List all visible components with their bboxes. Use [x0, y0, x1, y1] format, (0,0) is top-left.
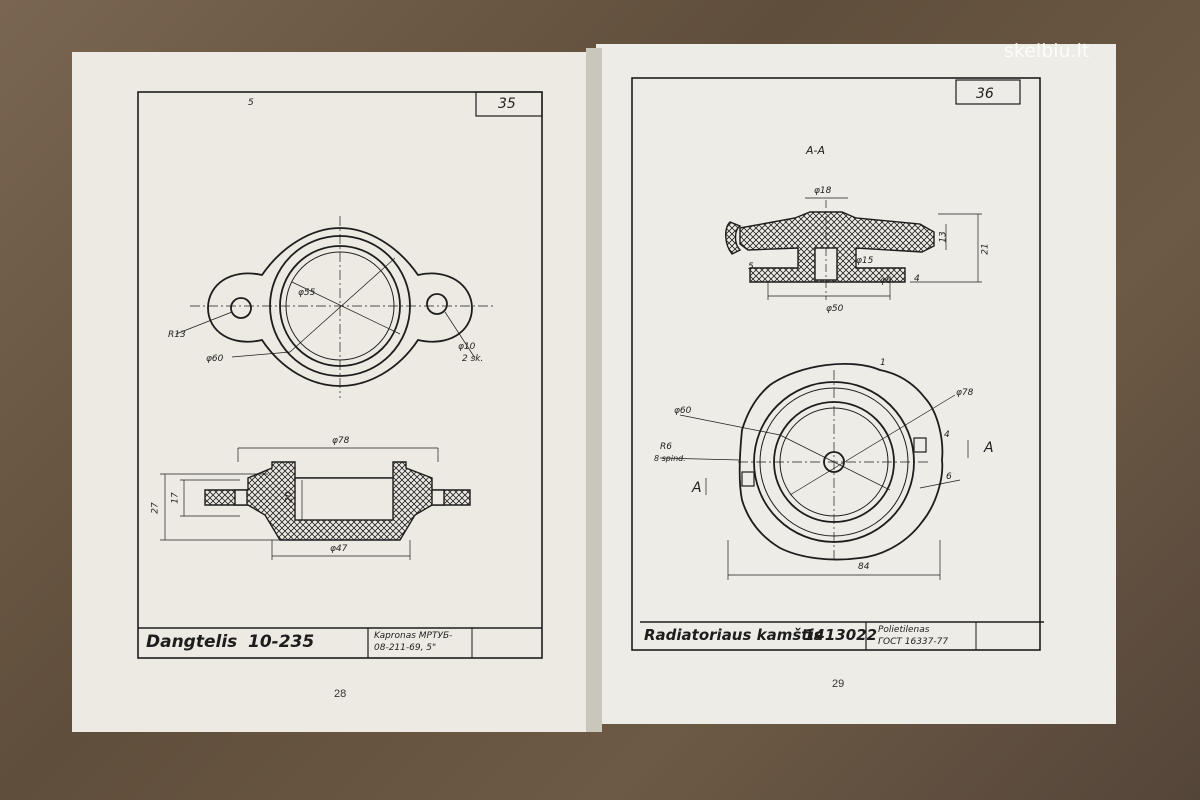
- dim-5-section: 5: [748, 262, 754, 272]
- dim-84: 84: [858, 562, 870, 572]
- right-section-view: [725, 197, 982, 300]
- dim-20: 20: [284, 491, 295, 503]
- skelbiu-watermark: skelbiu.lt: [1004, 40, 1090, 62]
- dim-phi78-right: φ78: [956, 388, 974, 398]
- left-section-view: [160, 447, 471, 560]
- dim-phi60: φ60: [206, 354, 224, 364]
- dim-4-plan: 4: [944, 430, 950, 440]
- dim-phi10: φ10: [458, 342, 476, 352]
- dim-17: 17: [170, 492, 181, 504]
- left-corner-mark: 5: [248, 98, 254, 108]
- dim-phi50: φ50: [826, 304, 844, 314]
- left-title: Dangtelis: [146, 632, 238, 652]
- left-page: [72, 52, 600, 732]
- dim-r13: R13: [168, 330, 186, 340]
- dim-phi47: φ47: [330, 544, 348, 554]
- left-plan-view: [175, 216, 495, 398]
- right-title: Radiatoriaus kamštis: [644, 626, 823, 644]
- right-material-line2: ГОСТ 16337-77: [878, 637, 949, 647]
- dim-2sk: 2 sk.: [462, 354, 484, 364]
- section-label-aa: A-A: [806, 144, 826, 157]
- left-material-line2: 08-211-69, 5": [374, 643, 437, 653]
- left-part-code: 10-235: [248, 632, 315, 652]
- dim-8-spind: 8 spind.: [654, 454, 686, 463]
- left-drawing-frame: [137, 91, 543, 659]
- dim-27: 27: [150, 502, 161, 514]
- dim-phi18: φ18: [814, 186, 832, 196]
- dim-phi55: φ55: [298, 288, 316, 298]
- dim-13: 13: [938, 231, 949, 243]
- dim-21: 21: [980, 243, 991, 255]
- dim-r6: R6: [660, 442, 672, 452]
- dim-phi6: φ6: [880, 276, 892, 286]
- section-mark-a-right: A: [984, 440, 994, 456]
- dim-6-plan: 6: [946, 472, 952, 482]
- dim-phi78-left: φ78: [332, 436, 350, 446]
- left-page-number: 28: [334, 688, 347, 700]
- right-page-number: 29: [832, 678, 845, 690]
- right-part-code: 1413022: [804, 626, 878, 644]
- section-mark-a-left: A: [692, 480, 702, 496]
- dim-1-marker: 1: [880, 358, 886, 368]
- left-material-line1: Kapronas MPTУБ-: [374, 631, 453, 641]
- right-material-line1: Polietilenas: [878, 625, 930, 635]
- left-sheet-number: 35: [498, 96, 516, 112]
- dim-4-section: 4: [914, 274, 920, 284]
- dim-phi60-right: φ60: [674, 406, 692, 416]
- spine-shadow: [586, 48, 602, 732]
- right-plan-view: [659, 363, 969, 580]
- right-page: [596, 44, 1116, 724]
- right-sheet-number: 36: [976, 86, 994, 102]
- dim-phi15: φ15: [856, 256, 874, 266]
- right-drawing-frame: [631, 77, 1044, 651]
